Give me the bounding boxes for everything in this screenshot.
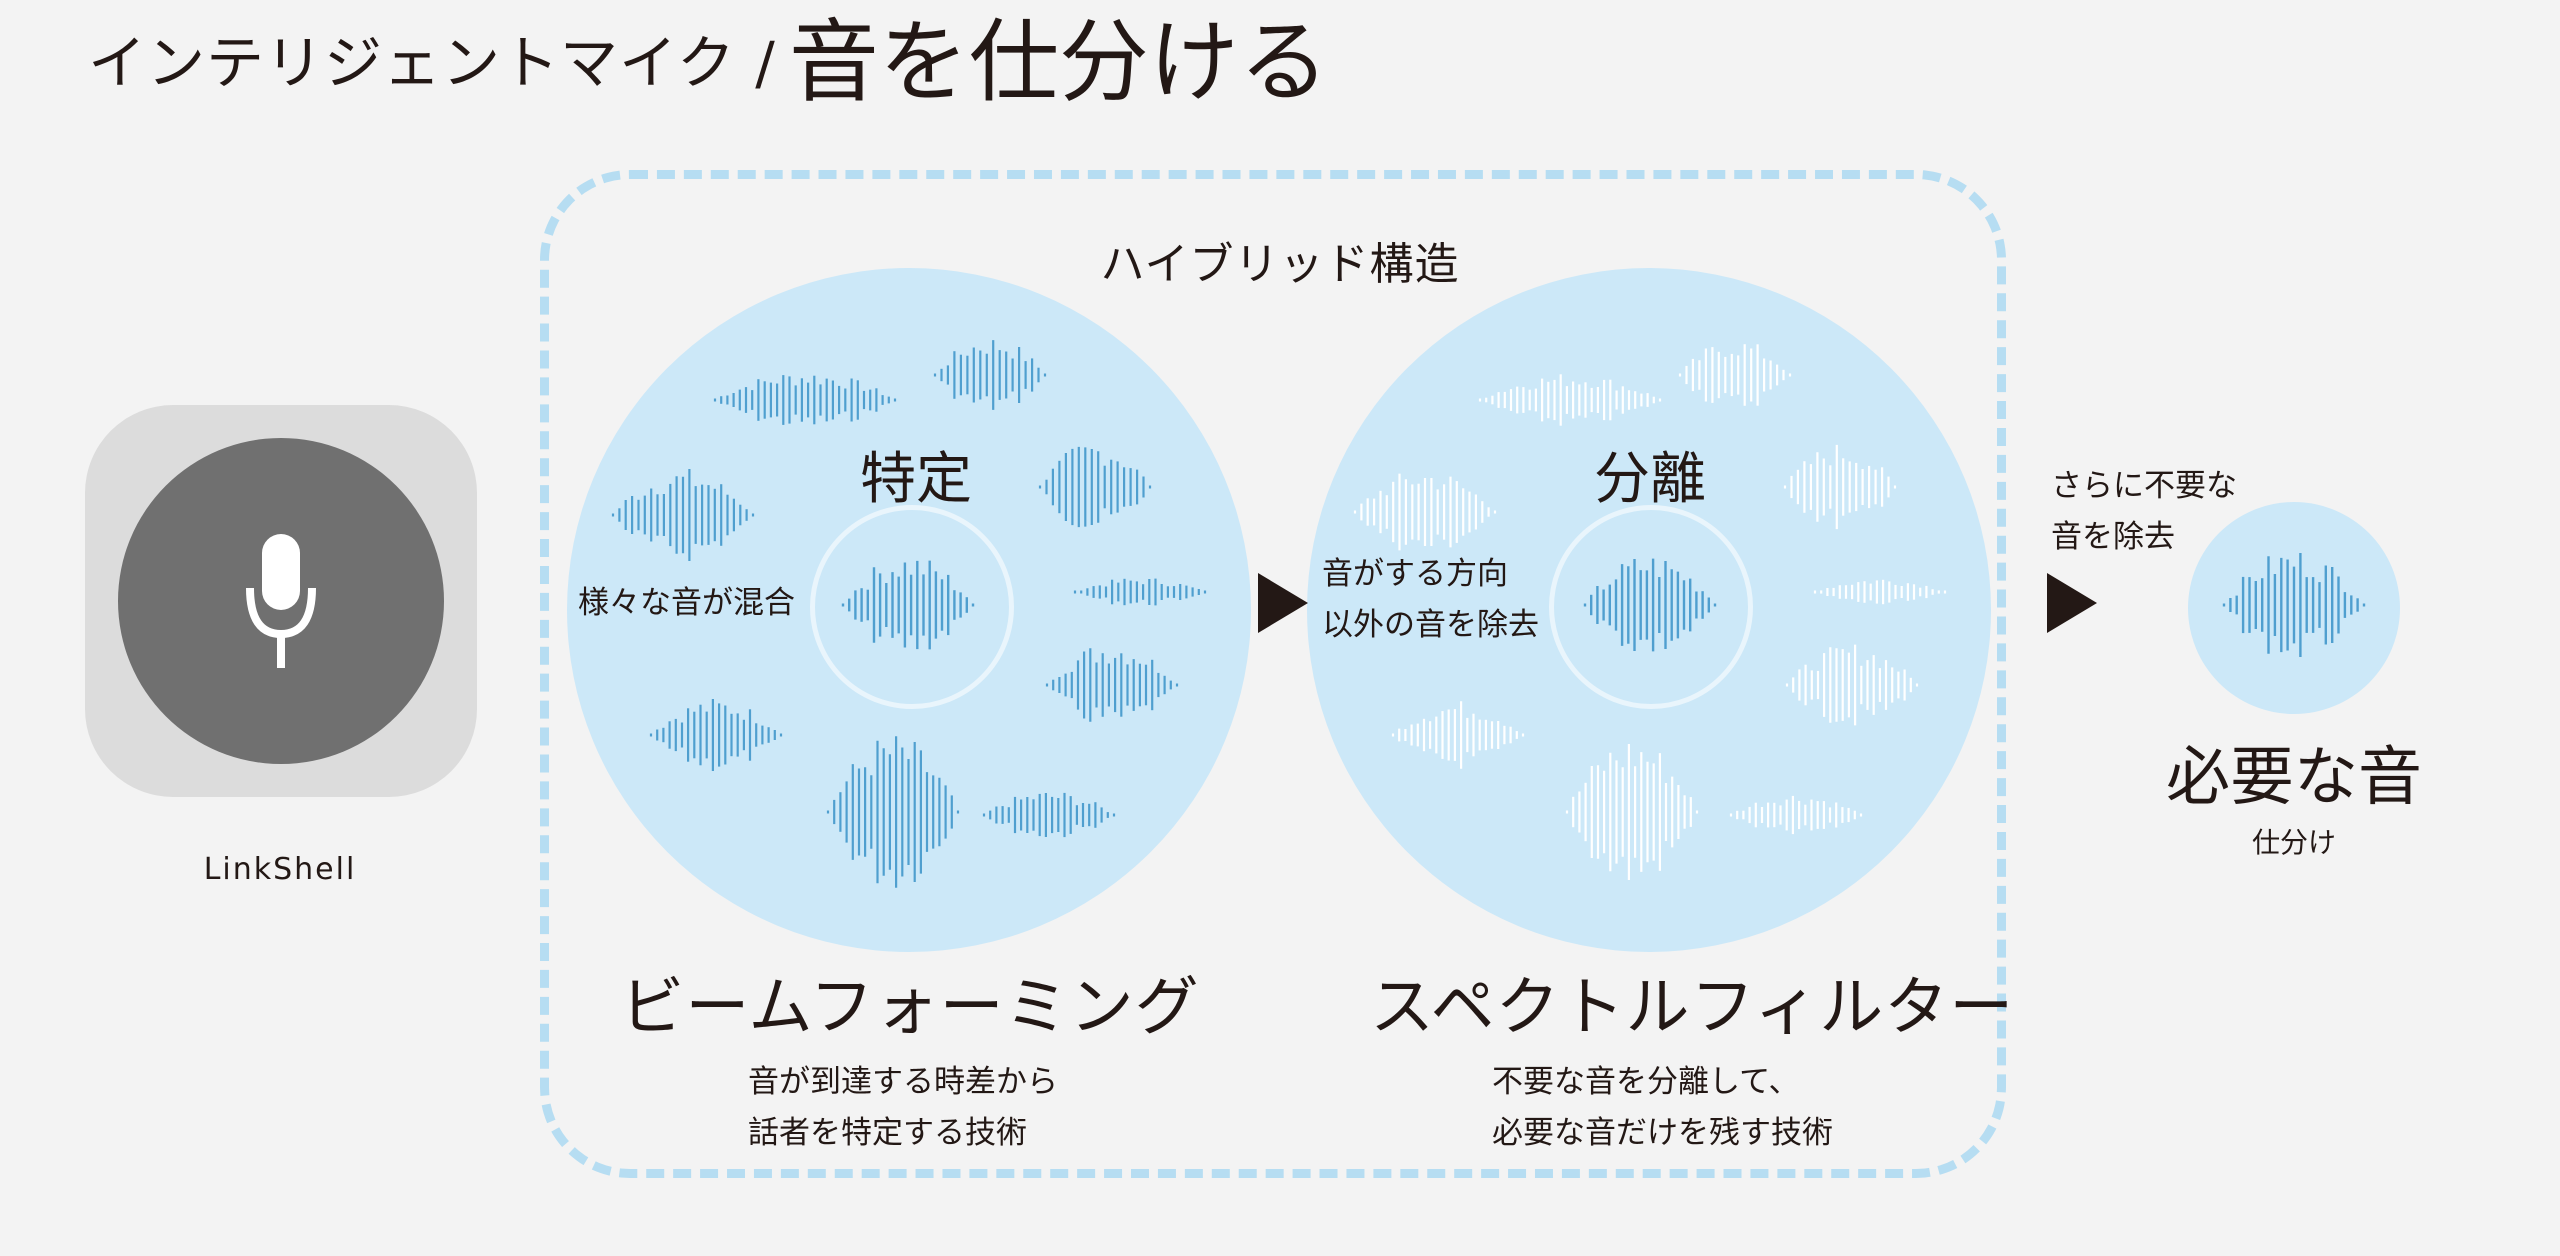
direction-label-line2: 以外の音を除去 — [1322, 607, 1539, 643]
flow-arrow-1 — [1258, 573, 1308, 633]
title-subtitle: インテリジェントマイク / — [88, 29, 776, 97]
spectral-caption: スペクトルフィルター — [1370, 971, 2015, 1045]
hybrid-structure-label: ハイブリッド構造 — [1100, 239, 1460, 290]
page-title: インテリジェントマイク / 音を仕分ける — [88, 18, 1329, 108]
mixed-sound-label: 様々な音が混合 — [578, 585, 795, 621]
microphone-icon — [246, 534, 316, 668]
spectral-focus-ring — [1549, 505, 1753, 709]
title-main: 音を仕分ける — [788, 10, 1329, 115]
beamforming-center-label: 特定 — [860, 447, 972, 512]
beamforming-desc-line1: 音が到達する時差から — [748, 1064, 1058, 1100]
spectral-desc-line1: 不要な音を分離して、 — [1492, 1064, 1800, 1100]
spectral-desc-line2: 必要な音だけを残す技術 — [1492, 1115, 1833, 1151]
beamforming-caption: ビームフォーミング — [620, 971, 1200, 1045]
spectral-center-label: 分離 — [1594, 447, 1706, 512]
needed-sound-title: 必要な音 — [2166, 741, 2422, 815]
extra-removal-line2: 音を除去 — [2051, 519, 2175, 555]
beamforming-desc-line2: 話者を特定する技術 — [748, 1115, 1027, 1151]
output-circle — [2188, 502, 2400, 714]
direction-label-line1: 音がする方向 — [1322, 556, 1508, 592]
hybrid-structure-frame — [540, 170, 2006, 1178]
device-disc — [118, 438, 444, 764]
flow-arrow-2 — [2047, 573, 2097, 633]
beamforming-focus-ring — [810, 505, 1014, 709]
device-label: LinkShell — [203, 852, 357, 887]
extra-removal-line1: さらに不要な — [2051, 468, 2237, 504]
needed-sound-subtitle: 仕分け — [2251, 826, 2336, 859]
linkshell-device — [85, 405, 477, 797]
